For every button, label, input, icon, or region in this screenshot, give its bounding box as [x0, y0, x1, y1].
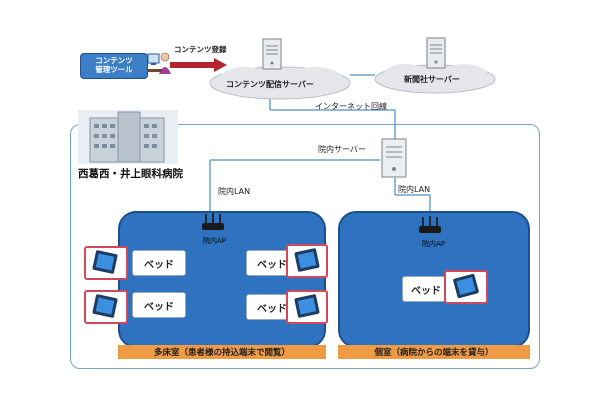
lan-label-right: 院内LAN: [398, 185, 431, 194]
bed-left-top: ベッド: [132, 250, 186, 276]
multi-bed-room: [118, 211, 326, 348]
tablet-icon: [294, 294, 320, 318]
lan-label-left: 院内LAN: [218, 187, 251, 196]
tablet-frame: [84, 290, 128, 324]
cms-tool-box: コンテンツ 管理ツール: [80, 53, 148, 79]
content-server-label: コンテンツ配信サーバー: [226, 80, 314, 89]
tablet-icon: [294, 248, 320, 272]
hospital-server-label: 院内サーバー: [318, 145, 366, 154]
tablet-frame: [286, 290, 328, 324]
tablet-icon: [92, 294, 118, 318]
hospital-name: 西葛西・井上眼科病院: [78, 168, 183, 180]
person-at-pc-icon: [147, 52, 171, 74]
hospital-server-icon: [381, 138, 407, 178]
private-room-ap-label: 院内AP: [422, 240, 446, 248]
bed-left-bottom: ベッド: [132, 292, 186, 318]
hospital-building-icon: [78, 110, 178, 164]
private-room-caption: 個室（病院からの端末を貸与）: [338, 345, 530, 359]
tablet-icon: [453, 273, 479, 299]
access-point-icon: [419, 216, 441, 233]
tablet-icon: [92, 250, 118, 274]
tablet-frame: [286, 244, 328, 278]
internet-link-label: インターネット回線: [315, 102, 387, 111]
content-server-cloud-icon: [209, 66, 351, 100]
access-point-icon: [202, 213, 224, 230]
upload-arrow: [170, 58, 227, 72]
newspaper-server-label: 新聞社サーバー: [404, 75, 460, 84]
tablet-frame: [84, 246, 128, 280]
tablet-frame: [444, 270, 488, 304]
hospital-frame: [70, 124, 540, 369]
cms-tool-line2: 管理ツール: [95, 65, 133, 74]
multi-room-ap-label: 院内AP: [203, 237, 227, 245]
newspaper-cloud-icon: [374, 64, 496, 94]
newspaper-server-icon: [426, 37, 446, 69]
cms-tool-line1: コンテンツ: [95, 56, 133, 66]
content-server-icon: [262, 38, 282, 70]
multi-room-caption: 多床室（患者様の持込端末で閲覧）: [118, 345, 326, 359]
upload-label: コンテンツ登録: [174, 45, 227, 54]
